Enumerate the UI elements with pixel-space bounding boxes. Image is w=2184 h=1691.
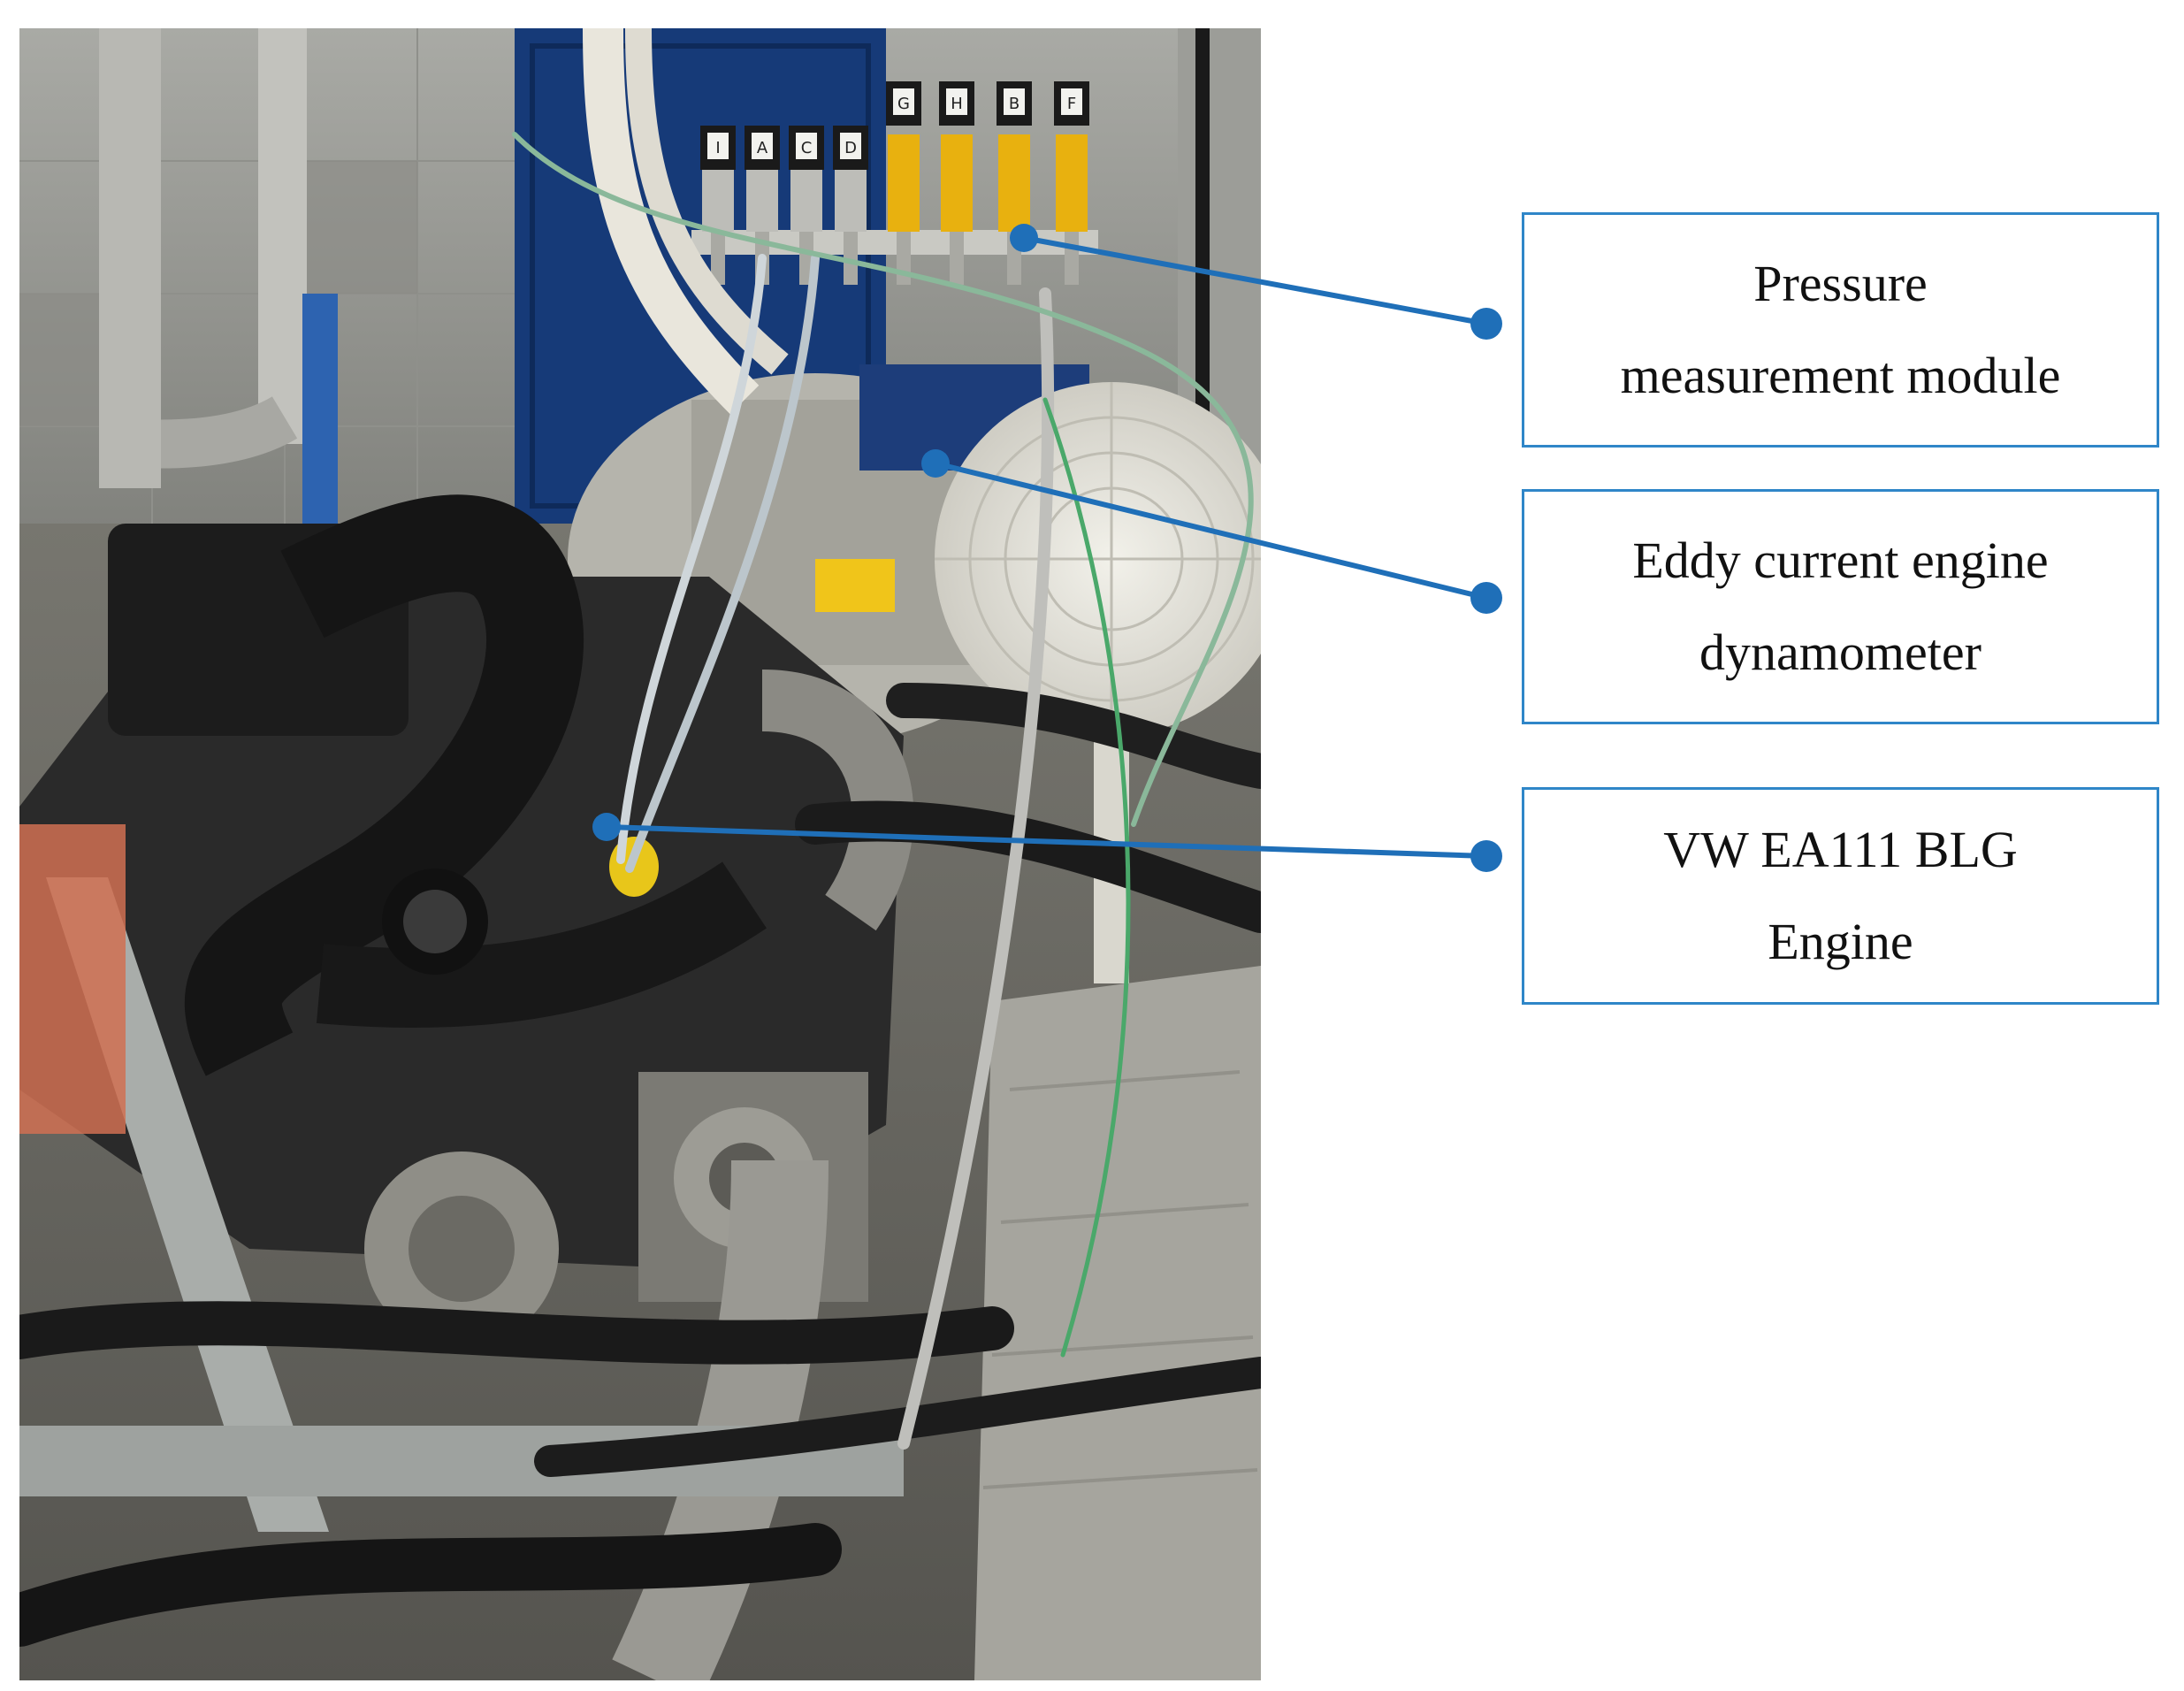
pressure-sensor-fitting xyxy=(1065,232,1079,285)
engine-test-bench-photo: I A C D G H B F xyxy=(19,28,1261,1680)
callout-engine-line1: VW EA111 BLG xyxy=(1663,821,2018,878)
callout-pressure-line2: measurement module xyxy=(1620,347,2061,404)
pressure-sensor-tag xyxy=(1061,88,1082,115)
callout-dyno-line2: dynamometer xyxy=(1699,624,1982,681)
pressure-sensor-letter: F xyxy=(1067,95,1076,113)
pressure-sensor-letter: I xyxy=(715,139,720,157)
leader-pressure-end-dot xyxy=(1470,308,1502,340)
callout-pressure-text: Pressure measurement module xyxy=(1524,238,2157,422)
leader-dyno-end-dot xyxy=(1470,582,1502,614)
pressure-sensor-letter: C xyxy=(801,139,813,157)
coolant-tank xyxy=(19,824,126,1134)
pressure-sensor-tag xyxy=(893,88,914,115)
pressure-sensor-fitting xyxy=(711,232,725,285)
pressure-sensor-letter: B xyxy=(1009,95,1019,113)
pressure-sensor-body xyxy=(888,134,920,232)
callout-vw-engine: VW EA111 BLG Engine xyxy=(1522,787,2159,1005)
pressure-sensor-body xyxy=(941,134,973,232)
pressure-sensor-body xyxy=(998,134,1030,232)
checker-plate xyxy=(974,966,1261,1680)
pressure-sensor-body xyxy=(1056,134,1088,232)
pressure-sensor-tag xyxy=(946,88,967,115)
pressure-sensor-fitting xyxy=(844,232,858,285)
blue-pipe xyxy=(302,294,338,559)
pressure-sensor-tag xyxy=(796,133,817,159)
callout-engine-line2: Engine xyxy=(1768,913,1913,970)
pressure-sensor-letter: D xyxy=(844,139,857,157)
pressure-sensor-letter: H xyxy=(951,95,963,113)
pressure-sensor-body xyxy=(746,161,778,232)
wall-pipe xyxy=(99,28,161,488)
callout-pressure-measurement-module: Pressure measurement module xyxy=(1522,212,2159,448)
pressure-sensor-body xyxy=(790,161,822,232)
pressure-sensor-body xyxy=(702,161,734,232)
callout-eddy-current-dynamometer: Eddy current engine dynamometer xyxy=(1522,489,2159,724)
callout-engine-text: VW EA111 BLG Engine xyxy=(1524,804,2157,988)
pressure-sensor-tag xyxy=(840,133,861,159)
intake-hose xyxy=(184,494,584,1076)
callout-dyno-text: Eddy current engine dynamometer xyxy=(1524,515,2157,699)
pressure-sensor-letter: A xyxy=(757,139,768,157)
pressure-sensor-letter: G xyxy=(897,95,910,113)
callout-pressure-line1: Pressure xyxy=(1753,255,1928,312)
pressure-sensor-tag xyxy=(1004,88,1025,115)
pressure-sensor-tag xyxy=(752,133,773,159)
callout-dyno-line1: Eddy current engine xyxy=(1632,532,2049,589)
pressure-sensor-tag xyxy=(707,133,729,159)
pressure-sensor-fitting xyxy=(1007,232,1021,285)
pressure-sensor-body xyxy=(835,161,867,232)
photo-illustration: I A C D G H B F xyxy=(19,28,1261,1680)
pressure-sensor-fitting xyxy=(950,232,964,285)
leader-engine-end-dot xyxy=(1470,840,1502,872)
